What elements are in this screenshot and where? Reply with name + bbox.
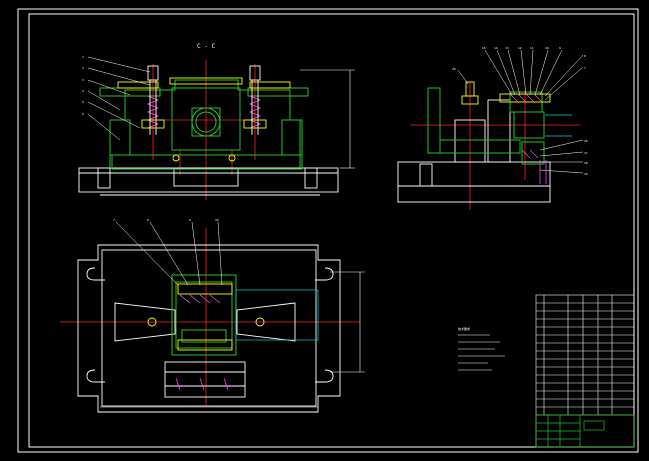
side-centerlines bbox=[410, 82, 580, 210]
balloon: 4 bbox=[82, 89, 84, 93]
balloon: 9 bbox=[559, 46, 561, 50]
plan-jaws bbox=[147, 283, 265, 351]
balloon: 8 bbox=[147, 218, 149, 222]
balloon: 2 bbox=[82, 66, 84, 70]
side-hatch bbox=[509, 93, 547, 184]
plan-dimensions bbox=[100, 271, 365, 408]
front-centerlines bbox=[150, 60, 262, 200]
plan-hatch bbox=[175, 294, 229, 391]
balloon: 6 bbox=[82, 112, 84, 116]
side-view bbox=[397, 49, 584, 210]
title-block-stamp bbox=[535, 414, 635, 448]
balloon: 18 bbox=[584, 161, 588, 165]
plan-leaders bbox=[115, 221, 223, 286]
plan-centerlines bbox=[60, 228, 360, 405]
balloon: 10 bbox=[215, 218, 219, 222]
plan-view bbox=[60, 221, 365, 413]
front-body bbox=[99, 79, 309, 170]
front-accent-parts bbox=[117, 77, 291, 162]
front-base bbox=[78, 167, 339, 196]
front-leaders bbox=[87, 56, 151, 141]
balloon: 17 bbox=[584, 151, 588, 155]
balloon: 11 bbox=[530, 46, 534, 50]
balloon: 14 bbox=[494, 46, 498, 50]
balloon: 10 bbox=[545, 46, 549, 50]
side-body bbox=[427, 87, 545, 165]
side-leaders bbox=[457, 49, 584, 174]
front-springs bbox=[147, 95, 261, 129]
plan-clamp-body bbox=[171, 274, 237, 356]
balloon: 1 bbox=[82, 55, 84, 59]
front-view bbox=[78, 56, 355, 200]
plan-base bbox=[77, 244, 341, 413]
balloon: 20 bbox=[452, 67, 456, 71]
balloon: 7 bbox=[584, 66, 586, 70]
balloon: 3 bbox=[82, 78, 84, 82]
side-dimension bbox=[545, 114, 572, 137]
balloon: 19 bbox=[584, 172, 588, 176]
balloon: 16 bbox=[584, 139, 588, 143]
title-block bbox=[535, 294, 635, 448]
balloon: 7 bbox=[113, 218, 115, 222]
side-base bbox=[397, 99, 551, 203]
balloon: 12 bbox=[518, 46, 522, 50]
balloon: 8 bbox=[584, 54, 586, 58]
front-dimension-right bbox=[300, 69, 355, 169]
side-accent-parts bbox=[461, 81, 551, 105]
front-bolts bbox=[147, 65, 261, 135]
sheet-border bbox=[17, 8, 639, 453]
balloon: 13 bbox=[505, 46, 509, 50]
plan-dimension-box bbox=[235, 289, 319, 341]
notes-title: 技术要求 bbox=[458, 327, 471, 331]
balloon: 5 bbox=[82, 100, 84, 104]
section-label: C - C bbox=[197, 43, 216, 50]
balloon: 9 bbox=[189, 218, 191, 222]
balloon: 15 bbox=[482, 46, 486, 50]
notes-lines bbox=[458, 334, 505, 371]
